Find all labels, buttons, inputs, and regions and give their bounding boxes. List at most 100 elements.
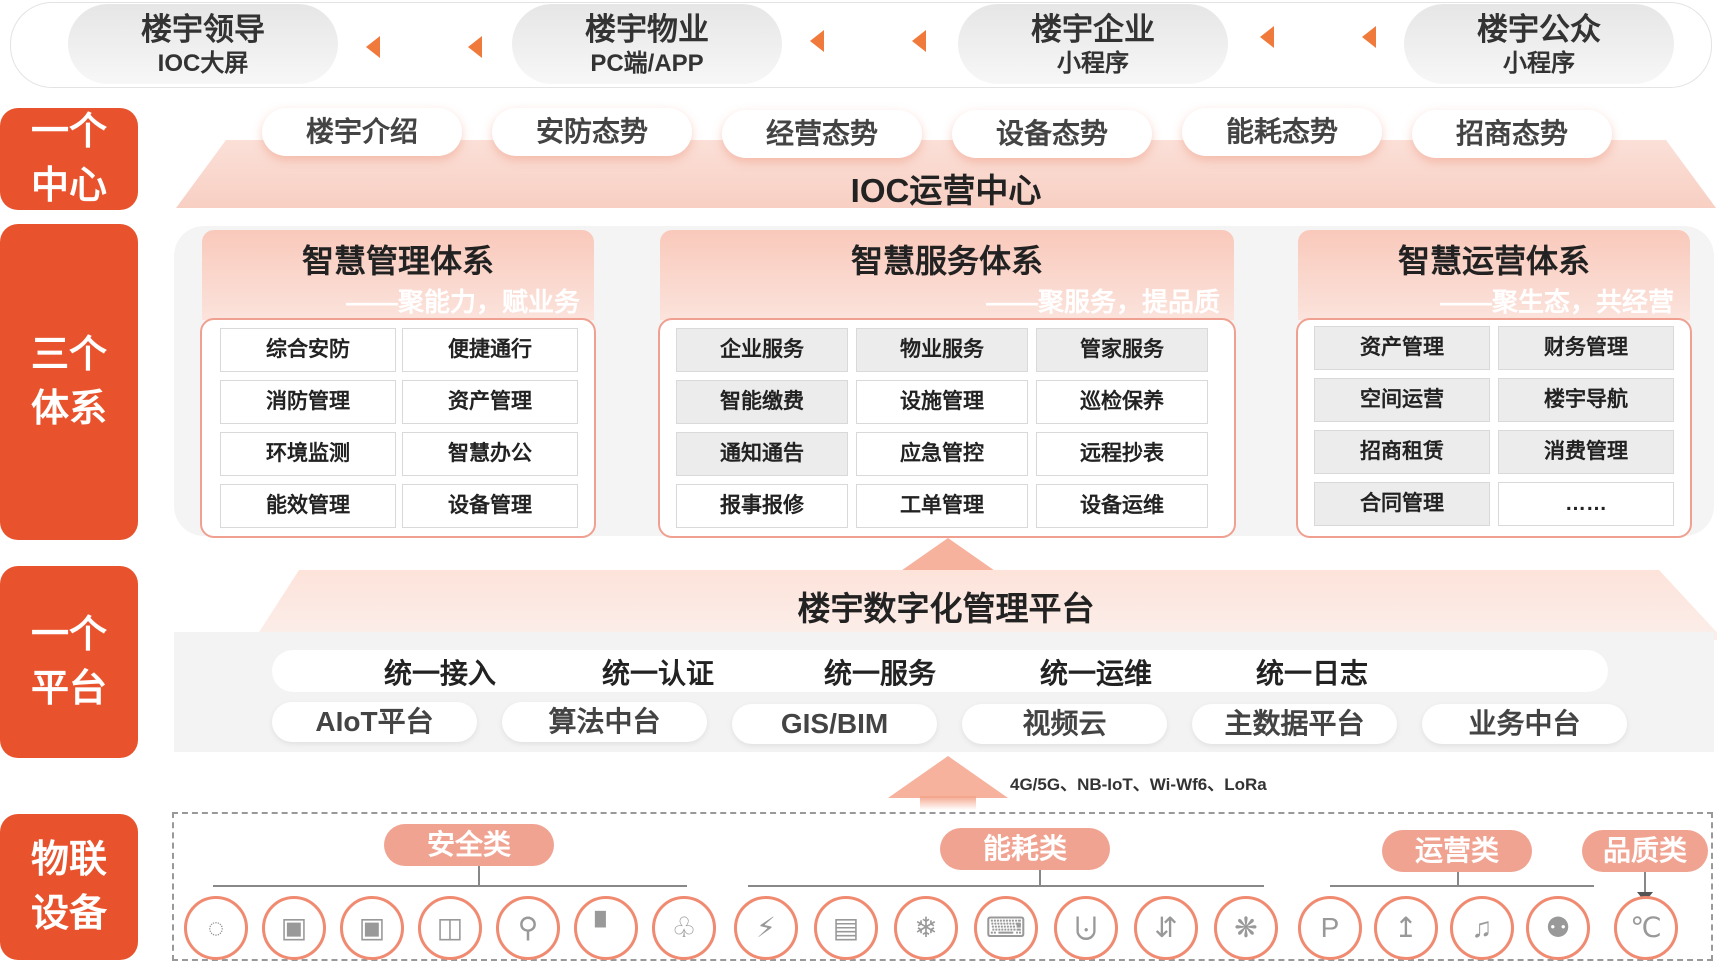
platform-band	[254, 570, 1717, 640]
channel-public: 楼宇公众 小程序	[1404, 4, 1674, 84]
side-label-line: 物联	[30, 839, 107, 881]
system-cell: 物业服务	[856, 328, 1028, 372]
unified-item: 统一服务	[823, 658, 936, 689]
thermometer-icon: ℃	[1614, 896, 1678, 960]
side-label-line: 一个	[30, 111, 107, 153]
water-meter-icon: ▤	[814, 896, 878, 960]
camera-icon: ◌	[184, 896, 248, 960]
system-cell: 设备管理	[402, 484, 578, 528]
connector	[1039, 870, 1041, 886]
unified-item: 统一接入	[383, 658, 496, 689]
valve-icon: ⨃	[1054, 896, 1118, 960]
unified-item: 统一日志	[1255, 658, 1368, 689]
category-energy: 能耗类	[940, 828, 1110, 870]
ioc-tab: 能耗态势	[1182, 108, 1382, 156]
channel-title: 楼宇企业	[1031, 12, 1155, 47]
ioc-tab: 安防态势	[492, 108, 692, 156]
category-quality: 品质类	[1582, 830, 1708, 872]
fire-hydrant-icon: ▘	[574, 896, 638, 960]
music-icon: ♫	[1450, 896, 1514, 960]
device-box	[172, 812, 1713, 961]
system-cell: 消费管理	[1498, 430, 1674, 474]
side-label-line: 平台	[30, 668, 107, 710]
light-bulb-icon: ❋	[1214, 896, 1278, 960]
unified-item: 统一认证	[601, 658, 714, 689]
operation-grid: 资产管理 财务管理 空间运营 楼宇导航 招商租赁 消费管理 合同管理 ……	[1314, 326, 1674, 526]
connector	[1457, 872, 1459, 886]
system-cell: 巡检保养	[1036, 380, 1208, 424]
category-safety: 安全类	[384, 824, 554, 866]
channel-property: 楼宇物业 PC端/APP	[512, 4, 782, 84]
access-card-icon: ▣	[262, 896, 326, 960]
ioc-tab: 经营态势	[722, 110, 922, 158]
channel-sub: 小程序	[1057, 50, 1129, 77]
system-cell: ……	[1498, 482, 1674, 526]
system-cell: 报事报修	[676, 484, 848, 528]
connector	[213, 885, 687, 887]
arrow-left-icon	[912, 30, 926, 52]
channel-sub: 小程序	[1503, 50, 1575, 77]
ioc-title: IOC运营中心	[850, 172, 1042, 209]
operation-card-head: 智慧运营体系 ——聚生态，共经营	[1298, 230, 1690, 320]
smart-switch-icon: ⌨	[974, 896, 1038, 960]
system-cell: 便捷通行	[402, 328, 578, 372]
platform-item: 算法中台	[502, 702, 707, 742]
system-cell: 设施管理	[856, 380, 1028, 424]
connector	[1644, 872, 1646, 896]
system-cell: 设备运维	[1036, 484, 1208, 528]
system-cell: 资产管理	[402, 380, 578, 424]
arrow-left-icon	[810, 30, 824, 52]
door-lock-icon: ▣	[340, 896, 404, 960]
channel-leader: 楼宇领导 IOC大屏	[68, 4, 338, 84]
channel-title: 楼宇领导	[141, 12, 265, 47]
channel-title: 楼宇物业	[585, 12, 709, 47]
system-cell: 远程抄表	[1036, 432, 1208, 476]
connector	[478, 866, 480, 886]
side-label-systems: 三个 体系	[0, 224, 138, 540]
ioc-tab: 楼宇介绍	[262, 108, 462, 156]
system-cell: 环境监测	[220, 432, 396, 476]
management-grid: 综合安防 便捷通行 消防管理 资产管理 环境监测 智慧办公 能效管理 设备管理	[220, 328, 578, 528]
channel-sub: PC端/APP	[590, 50, 704, 77]
system-cell: 智慧办公	[402, 432, 578, 476]
system-cell: 工单管理	[856, 484, 1028, 528]
card-title: 智慧管理体系	[301, 243, 494, 279]
side-label-center: 一个 中心	[0, 108, 138, 210]
system-cell: 财务管理	[1498, 326, 1674, 370]
management-card-head: 智慧管理体系 ——聚能力，赋业务	[202, 230, 594, 320]
ioc-tab: 设备态势	[952, 110, 1152, 158]
connector	[748, 885, 1264, 887]
system-cell: 消防管理	[220, 380, 396, 424]
system-cell: 企业服务	[676, 328, 848, 372]
card-subtitle: ——聚能力，赋业务	[345, 287, 580, 317]
arrow-left-icon	[1362, 26, 1376, 48]
system-cell: 招商租赁	[1314, 430, 1490, 474]
platform-item: 视频云	[962, 704, 1167, 744]
elevator-icon: ⇵	[1134, 896, 1198, 960]
system-cell: 合同管理	[1314, 482, 1490, 526]
connector	[1330, 885, 1594, 887]
system-cell: 智能缴费	[676, 380, 848, 424]
service-card-head: 智慧服务体系 ——聚服务，提品质	[660, 230, 1234, 320]
network-protocols: 4G/5G、NB-IoT、Wi-Wf6、LoRa	[1010, 775, 1267, 794]
card-title: 智慧运营体系	[1397, 243, 1590, 279]
card-title: 智慧服务体系	[850, 243, 1043, 279]
system-cell: 楼宇导航	[1498, 378, 1674, 422]
arrow-up-icon	[888, 756, 1008, 798]
parking-icon: P	[1298, 896, 1362, 960]
system-cell: 综合安防	[220, 328, 396, 372]
side-label-devices: 物联 设备	[0, 814, 138, 960]
card-reader-icon: ◫	[418, 896, 482, 960]
system-cell: 空间运营	[1314, 378, 1490, 422]
system-cell: 资产管理	[1314, 326, 1490, 370]
arrow-left-icon	[366, 36, 380, 58]
channel-title: 楼宇公众	[1477, 12, 1601, 47]
unified-item: 统一运维	[1039, 658, 1152, 689]
location-icon: ⚲	[496, 896, 560, 960]
card-subtitle: ——聚服务，提品质	[985, 287, 1220, 317]
electric-meter-icon: ⚡	[734, 896, 798, 960]
system-cell: 应急管控	[856, 432, 1028, 476]
ioc-tab: 招商态势	[1412, 110, 1612, 158]
platform-item: AIoT平台	[272, 702, 477, 742]
system-cell: 能效管理	[220, 484, 396, 528]
